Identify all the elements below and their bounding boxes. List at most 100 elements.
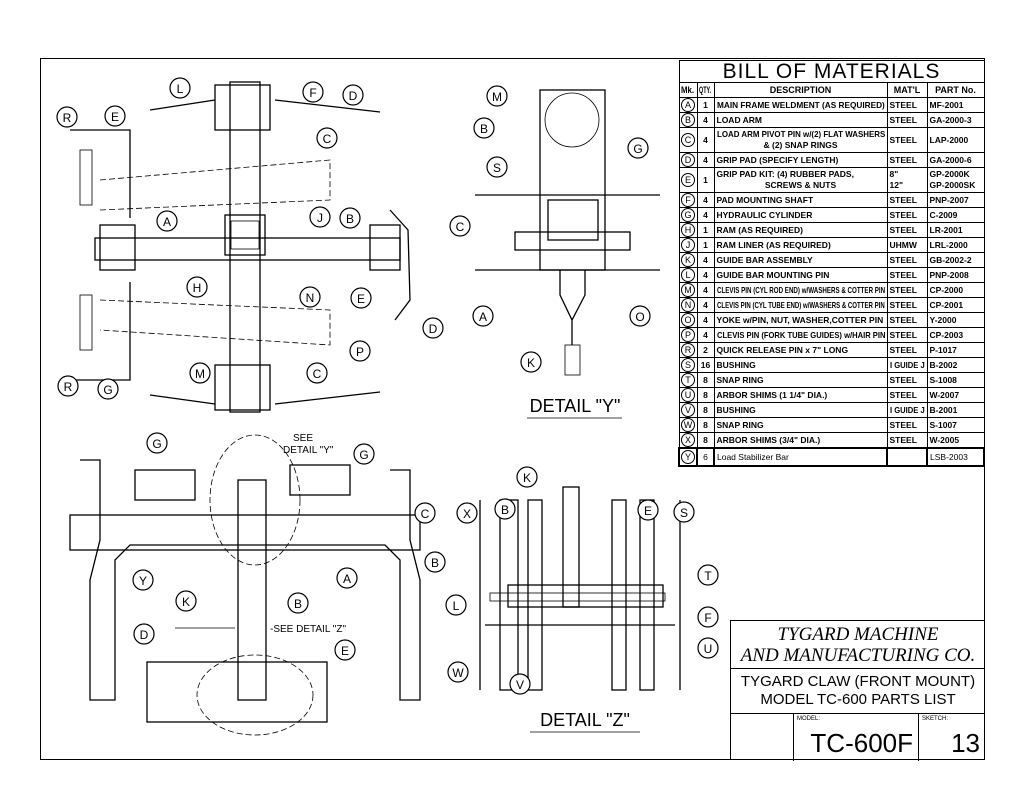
material: STEEL <box>886 387 928 403</box>
callout-detail-y: G <box>627 137 649 159</box>
model-label: MODEL: <box>797 716 821 722</box>
callout-circle <box>349 340 371 362</box>
callout-circle <box>494 498 516 520</box>
callout-circle <box>302 81 324 103</box>
quantity: 1 <box>696 97 715 113</box>
description: BUSHING <box>713 357 888 373</box>
callout-circle <box>473 117 495 139</box>
material-text: STEEL <box>889 435 917 445</box>
callout-letter: Y <box>139 574 147 588</box>
description: GRIP PAD KIT: (4) RUBBER PADS,SCREWS & N… <box>713 167 888 193</box>
quantity: 4 <box>696 252 715 268</box>
part-number: LR-2001 <box>926 222 985 238</box>
callout-top: J <box>309 206 331 228</box>
sketch-value: 13 <box>951 728 980 758</box>
callout-circle <box>336 567 358 589</box>
material-text: I GUIDE J <box>889 405 925 415</box>
part-number: CP-2000 <box>926 282 985 298</box>
callout-letter: S <box>493 161 501 175</box>
description-text: BUSHING <box>716 405 756 415</box>
part-number: LRL-2000 <box>926 237 985 253</box>
description: RAM (AS REQUIRED) <box>713 222 888 238</box>
quantity: 4 <box>696 207 715 223</box>
callout-detail-z: B <box>494 498 516 520</box>
mark-text: G <box>681 208 695 222</box>
callout-circle <box>424 551 446 573</box>
callout-letter: D <box>429 322 438 336</box>
callout-circle <box>447 661 469 683</box>
quantity: 1 <box>696 167 715 193</box>
description: QUICK RELEASE PIN x 7" LONG <box>713 342 888 358</box>
pivot-pin <box>514 231 631 251</box>
material-text: STEEL <box>889 100 917 110</box>
front-view <box>69 434 421 736</box>
material-text: STEEL <box>889 210 917 220</box>
part-number: GA-2000-3 <box>926 112 985 128</box>
callout-detail-z: F <box>697 606 719 628</box>
part-number-text: P-1017 <box>929 345 957 355</box>
callout-circle <box>186 276 208 298</box>
material: STEEL <box>886 252 928 268</box>
mark: K <box>678 252 698 268</box>
mark: A <box>678 97 698 113</box>
description: LOAD ARM <box>713 112 888 128</box>
material-text: STEEL <box>889 115 917 125</box>
callout-circle <box>299 286 321 308</box>
title-block: TYGARD MACHINE AND MANUFACTURING CO. TYG… <box>730 620 985 761</box>
plate <box>639 499 655 691</box>
material: STEEL <box>886 112 928 128</box>
callout-detail-z: U <box>697 637 719 659</box>
callout-letter: D <box>140 628 149 642</box>
bom-header-mk: Mk. <box>678 82 698 98</box>
mark: S <box>678 357 698 373</box>
mark: F <box>678 192 698 208</box>
callout-letter: F <box>309 86 316 100</box>
detail-z-boundary <box>196 654 314 736</box>
callout-circle <box>509 673 531 695</box>
quantity-text: 16 <box>700 360 711 370</box>
callout-letter: H <box>193 281 202 295</box>
mark-text: W <box>681 418 695 432</box>
description-text: CLEVIS PIN (FORK TUBE GUIDES) w/HAIR PIN <box>716 330 885 340</box>
callout-circle <box>486 85 508 107</box>
guide-bar <box>562 486 580 608</box>
description-text: GRIP PAD KIT: (4) RUBBER PADS, <box>716 169 854 179</box>
part-number: GA-2000-6 <box>926 152 985 168</box>
description-text: SNAP RING <box>716 375 764 385</box>
material: STEEL <box>886 152 928 168</box>
callout-circle <box>189 362 211 384</box>
material-text: UHMW <box>889 240 917 250</box>
fork-tubes <box>99 159 331 346</box>
description: HYDRAULIC CYLINDER <box>713 207 888 223</box>
title-line-1: TYGARD CLAW (FRONT MOUNT) <box>740 673 976 690</box>
quantity-text: 4 <box>703 300 708 310</box>
material-text: STEEL <box>889 345 917 355</box>
quantity-text: 1 <box>703 100 708 110</box>
mark: Y <box>678 447 698 467</box>
callout-circle <box>104 105 126 127</box>
part-number: LSB-2003 <box>926 447 985 467</box>
plate <box>527 499 543 691</box>
mark-text: T <box>681 373 695 387</box>
material: STEEL <box>886 297 928 313</box>
callout-top: E <box>104 105 126 127</box>
detail-y-label: DETAIL "Y" <box>530 396 621 416</box>
part-number-text: B-2001 <box>929 405 958 415</box>
part-number: CP-2001 <box>926 297 985 313</box>
callout-letter: O <box>635 310 644 324</box>
callout-detail-y: S <box>486 156 508 178</box>
part-number-text: W-2005 <box>929 435 960 445</box>
mark: T <box>678 372 698 388</box>
material: STEEL <box>886 372 928 388</box>
quantity-text: 4 <box>703 315 708 325</box>
company-line-1: TYGARD MACHINE <box>777 624 939 645</box>
callout-circle <box>350 287 372 309</box>
